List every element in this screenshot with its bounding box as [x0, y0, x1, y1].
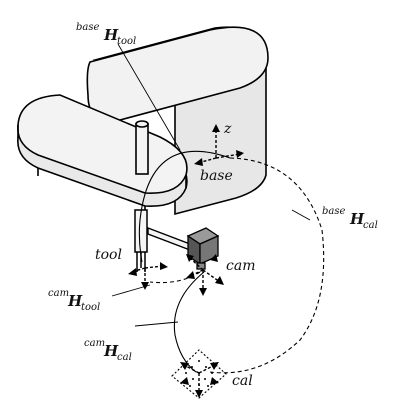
- svg-text:base: base: [76, 22, 99, 33]
- cam-frame-axes: [186, 254, 224, 296]
- z-axis-label: z: [223, 121, 232, 137]
- transform-cam-cal-label: cam H cal: [84, 338, 132, 363]
- transform-base-cal-label: base H cal: [322, 206, 378, 231]
- transform-cam-tool-label: cam H tool: [48, 288, 100, 313]
- robot-shaft: [135, 120, 149, 175]
- svg-text:H: H: [103, 26, 119, 44]
- cal-frame-label: cal: [232, 373, 253, 389]
- robot-arm-link: [17, 94, 188, 214]
- curve-base-cal: [209, 157, 325, 374]
- cam-frame-label: cam: [226, 258, 255, 274]
- svg-text:tool: tool: [117, 36, 136, 47]
- svg-text:cal: cal: [363, 220, 378, 231]
- svg-text:cal: cal: [117, 352, 132, 363]
- svg-text:cam: cam: [84, 338, 105, 349]
- camera-icon: [186, 227, 220, 270]
- curve-cam-tool: [149, 271, 201, 284]
- base-frame-label: base: [200, 168, 233, 184]
- tool-frame-axes: [128, 262, 168, 290]
- svg-text:H: H: [349, 210, 365, 228]
- svg-text:H: H: [67, 292, 83, 310]
- tool-frame-label: tool: [95, 247, 122, 263]
- svg-text:base: base: [322, 206, 345, 217]
- curve-base-tool: [138, 150, 231, 263]
- robot-tool-spindle: [134, 209, 148, 272]
- leader-lines: [111, 43, 311, 327]
- camera-bracket: [147, 226, 191, 252]
- svg-text:tool: tool: [81, 302, 100, 313]
- base-frame-axes: [194, 124, 244, 166]
- svg-text:H: H: [103, 342, 119, 360]
- svg-text:cam: cam: [48, 288, 69, 299]
- cal-frame-axes: [180, 362, 219, 398]
- transform-base-tool-label: base H tool: [76, 22, 136, 47]
